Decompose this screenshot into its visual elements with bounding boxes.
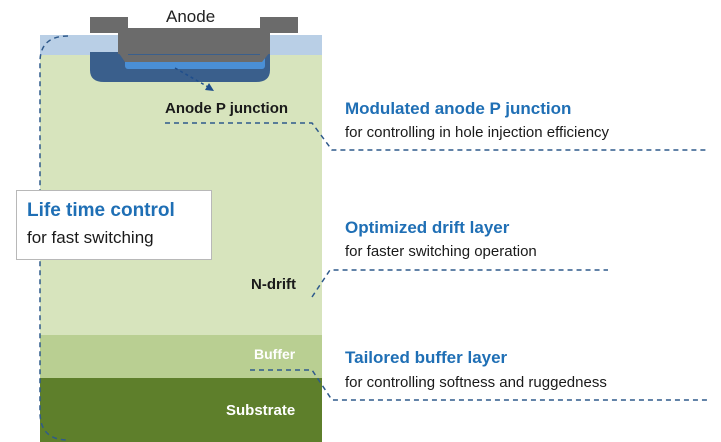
buffer-layer — [40, 335, 322, 378]
callout-anode-junction-subtitle: for controlling in hole injection effici… — [345, 124, 610, 141]
callout-buffer-subtitle: for controlling softness and ruggedness — [345, 374, 607, 391]
anode-metal-top — [118, 28, 270, 54]
leader-line-buffer — [250, 369, 708, 401]
life-time-control-subtitle: for fast switching — [27, 228, 154, 247]
callout-drift-subtitle: for faster switching operation — [345, 243, 537, 260]
buffer-label: Buffer — [254, 346, 296, 362]
junction-arrow — [174, 67, 211, 89]
junction-arrowhead — [205, 83, 214, 91]
substrate-label: Substrate — [226, 402, 296, 419]
n-drift-layer — [40, 35, 322, 335]
substrate-layer — [40, 378, 322, 442]
anode-p-junction-label: Anode P junction — [165, 100, 289, 117]
anode-label: Anode — [166, 7, 216, 26]
n-drift-label: N-drift — [251, 276, 296, 293]
leader-line-drift — [311, 269, 608, 298]
life-time-control-title: Life time control — [27, 200, 175, 221]
callout-drift-title: Optimized drift layer — [345, 218, 510, 237]
callout-anode-junction-title: Modulated anode P junction — [345, 99, 572, 118]
anode-metal — [90, 17, 298, 62]
callout-buffer-title: Tailored buffer layer — [345, 348, 508, 367]
life-time-control-box: Life time control for fast switching — [16, 190, 212, 260]
leader-line-p-junction — [165, 122, 708, 151]
